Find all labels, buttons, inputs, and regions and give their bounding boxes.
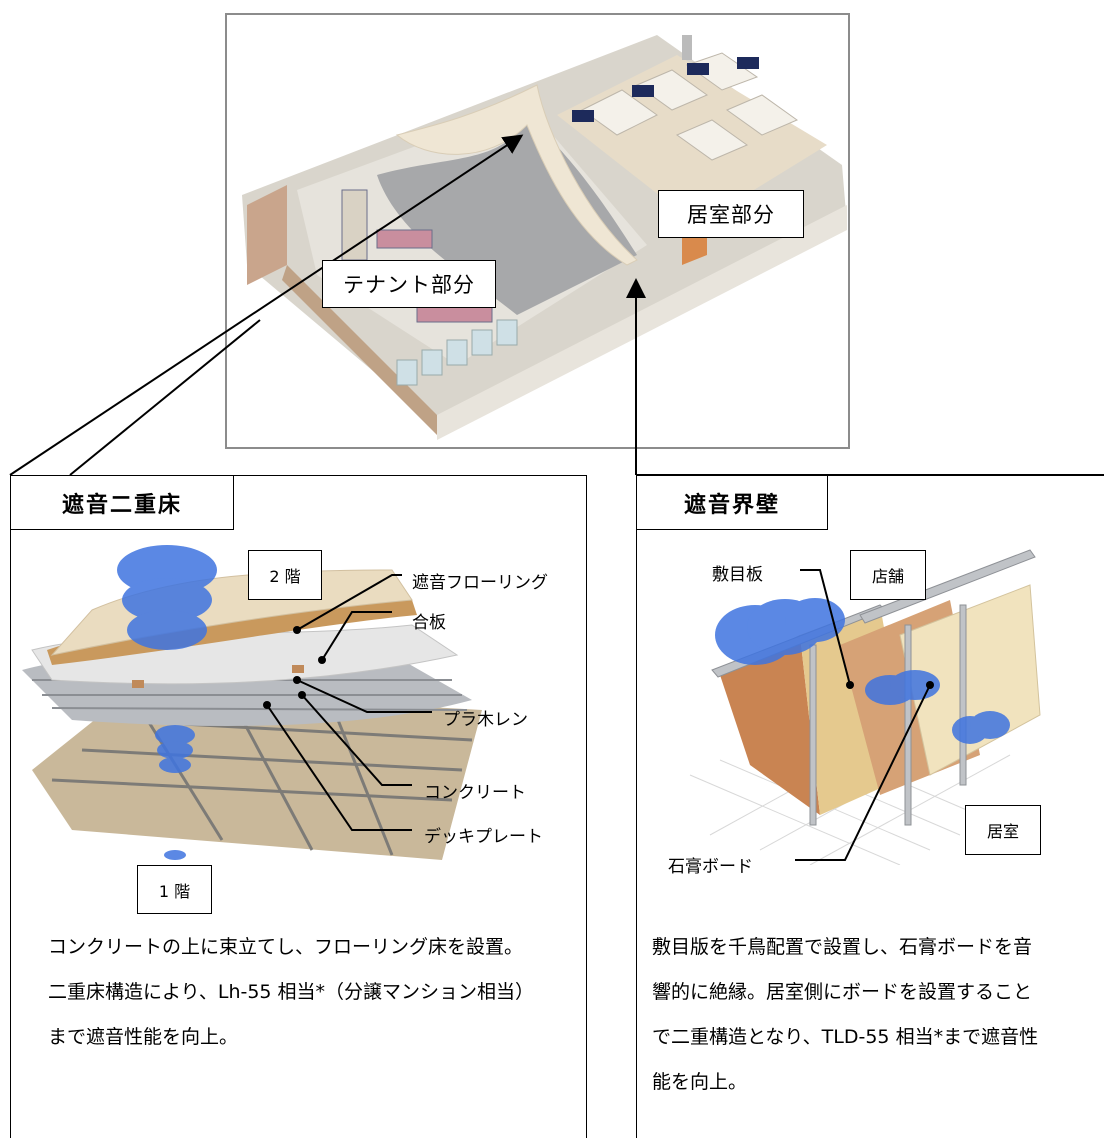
callout-deck-plate: デッキプレート	[424, 827, 543, 847]
wall-desc-line: 敷目版を千鳥配置で設置し、石膏ボードを音	[652, 936, 1033, 958]
room-label: 居室	[965, 805, 1041, 855]
floor-2-label: 2 階	[248, 550, 322, 600]
wall-desc-line: で二重構造となり、TLD-55 相当*まで遮音性	[652, 1026, 1039, 1048]
callout-joint-board: 敷目板	[712, 565, 763, 585]
floor-desc-line: 二重床構造により、Lh-55 相当*（分譲マンション相当）	[48, 981, 535, 1003]
floor-1-label: 1 階	[137, 865, 212, 914]
callout-concrete: コンクリート	[424, 783, 526, 803]
callout-gypsum-board: 石膏ボード	[668, 857, 753, 877]
callout-soundproof-flooring: 遮音フローリング	[412, 573, 548, 593]
residence-label: 居室部分	[658, 190, 804, 238]
floor-desc-line: まで遮音性能を向上。	[48, 1026, 239, 1048]
floor-panel-title: 遮音二重床	[10, 475, 234, 530]
wall-diagram	[689, 549, 1041, 865]
floor-panel	[10, 475, 587, 1138]
wall-desc-line: 響的に絶縁。居室側にボードを設置すること	[652, 981, 1033, 1003]
tenant-label: テナント部分	[322, 260, 496, 308]
floor-desc-line: コンクリートの上に束立てし、フローリング床を設置。	[48, 936, 524, 958]
wall-desc-line: 能を向上。	[652, 1071, 748, 1093]
wall-panel	[636, 475, 1104, 1138]
callout-plywood: 合板	[412, 613, 446, 633]
building-frame	[225, 13, 850, 449]
wall-description: 敷目版を千鳥配置で設置し、石膏ボードを音 響的に絶縁。居室側にボードを設置するこ…	[652, 925, 1102, 1105]
callout-plastic-wood: プラ木レン	[443, 710, 528, 730]
building-illustration	[242, 35, 847, 440]
store-label: 店舗	[850, 550, 926, 600]
floor-description: コンクリートの上に束立てし、フローリング床を設置。 二重床構造により、Lh-55…	[48, 925, 578, 1060]
wall-panel-title: 遮音界壁	[636, 475, 828, 530]
floor-diagram	[22, 545, 482, 860]
